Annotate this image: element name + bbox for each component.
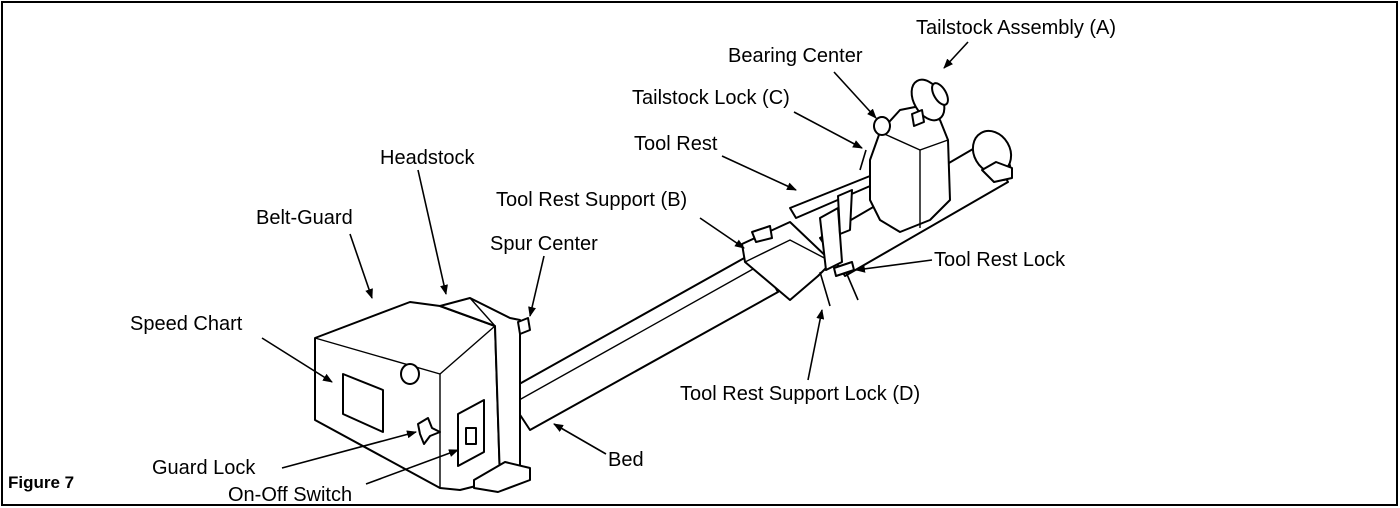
tool-rest-support-body: [741, 221, 833, 307]
label-bearing-center: Bearing Center: [728, 45, 863, 67]
leader-bearing-center: [833, 71, 877, 119]
label-on-off-switch: On-Off Switch: [228, 484, 352, 506]
bearing-center: [873, 116, 891, 136]
tailstock-body: [859, 78, 951, 233]
leader-tool-rest-support: [699, 217, 745, 249]
leader-lines: [261, 41, 969, 485]
leader-tailstock-lock: [793, 111, 863, 149]
label-belt-guard: Belt-Guard: [256, 207, 353, 229]
tool-rest-lock-handle: [833, 261, 859, 301]
label-speed-chart: Speed Chart: [130, 313, 243, 335]
label-tool-rest-lock: Tool Rest Lock: [934, 249, 1066, 271]
label-tool-rest-support-lock: Tool Rest Support Lock (D): [680, 383, 920, 405]
bed-end-support: [971, 129, 1013, 183]
label-tailstock-assembly: Tailstock Assembly (A): [916, 17, 1116, 39]
guard-hole: [400, 363, 420, 385]
bed-tube: [504, 251, 779, 431]
label-tool-rest-support: Tool Rest Support (B): [496, 189, 687, 211]
lathe-drawing: [314, 78, 1013, 493]
leader-tailstock-assembly: [943, 41, 969, 69]
label-bed: Bed: [608, 449, 644, 471]
leader-speed-chart: [261, 337, 333, 383]
leader-bed: [553, 423, 607, 455]
leader-on-off-switch: [365, 449, 459, 485]
tailstock-lock-handle: [859, 149, 867, 171]
tool-rest-post: [819, 207, 843, 271]
label-guard-lock: Guard Lock: [152, 457, 256, 479]
headstock-body: [439, 297, 531, 481]
label-tailstock-lock: Tailstock Lock (C): [632, 87, 790, 109]
speed-chart-panel: [342, 373, 384, 433]
label-tool-rest: Tool Rest: [634, 133, 718, 155]
belt-guard-housing: [314, 301, 501, 491]
label-spur-center: Spur Center: [490, 233, 598, 255]
leader-spur-center: [528, 255, 545, 317]
leader-belt-guard: [349, 233, 373, 299]
label-headstock: Headstock: [380, 147, 475, 169]
spur-center: [517, 317, 531, 335]
leader-headstock: [417, 169, 448, 295]
labels: Tailstock Assembly (A) Bearing Center Ta…: [8, 17, 1116, 506]
leader-tool-rest-lock: [855, 259, 933, 273]
leader-guard-lock: [281, 430, 417, 469]
leader-tool-rest-support-lock: [807, 309, 825, 381]
guard-lock-knob: [417, 417, 441, 445]
leader-tool-rest: [721, 155, 797, 191]
figure-caption: Figure 7: [8, 473, 74, 492]
headstock-foot: [473, 461, 531, 493]
on-off-switch-box: [457, 399, 485, 467]
